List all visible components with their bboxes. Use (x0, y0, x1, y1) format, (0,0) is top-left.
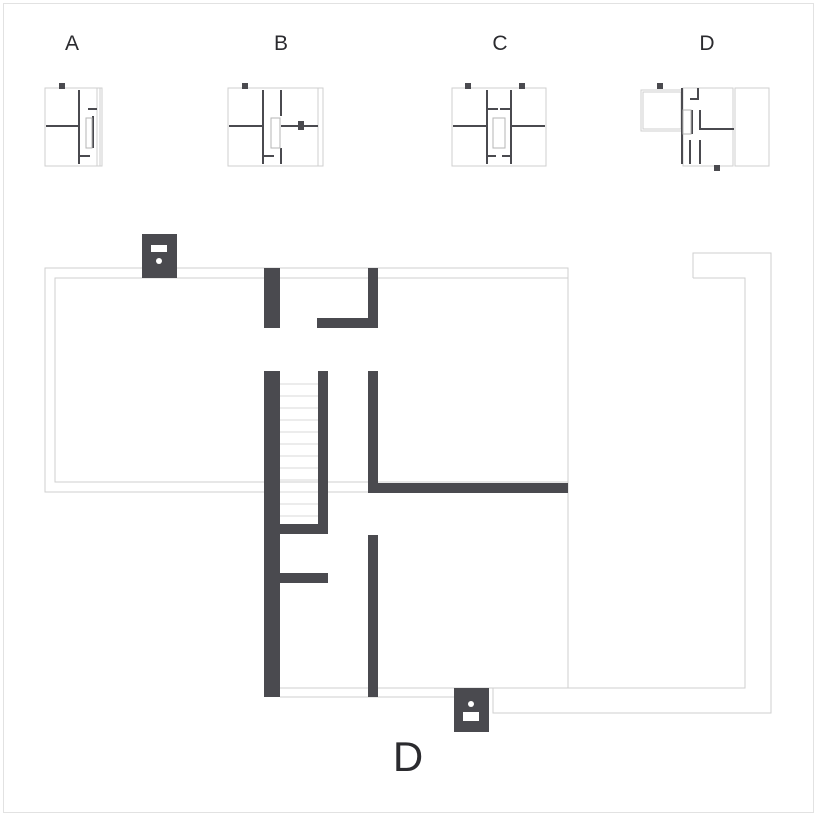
right-wing-outer-outline (492, 252, 772, 714)
wall-center-lower (368, 535, 378, 697)
entrance-pillar-bottom (454, 688, 489, 732)
thumbnail-label-a: A (64, 32, 79, 55)
thumbnail-plan-a[interactable] (44, 83, 103, 167)
right-wing-inner-outline (280, 277, 746, 689)
main-plan-label: D (392, 733, 424, 780)
wall-lower-stub (280, 573, 328, 583)
wall-top-left (264, 268, 280, 328)
wall-stair-right (318, 371, 328, 534)
thumbnail-plan-d[interactable] (640, 83, 770, 171)
drawing-frame (3, 3, 814, 813)
thumbnail-label-d: D (699, 32, 715, 55)
staircase (280, 383, 318, 517)
thumbnail-plan-b[interactable] (227, 83, 324, 167)
thumbnail-label-c: C (492, 32, 508, 55)
thumbnail-plan-c[interactable] (451, 83, 547, 167)
entrance-pillar-top (142, 234, 177, 278)
left-wing-inner-outline (54, 277, 569, 483)
wall-top-right (368, 268, 378, 328)
thumbnail-label-b: B (273, 32, 288, 55)
wall-stair-bottom (280, 524, 328, 534)
left-wing-outer-outline (44, 267, 569, 493)
wall-center-upper (368, 371, 378, 493)
wall-main-left (264, 371, 280, 697)
wall-horizontal-right (368, 483, 568, 493)
wall-top-return (317, 318, 378, 328)
main-floor-plan-d (44, 234, 772, 732)
